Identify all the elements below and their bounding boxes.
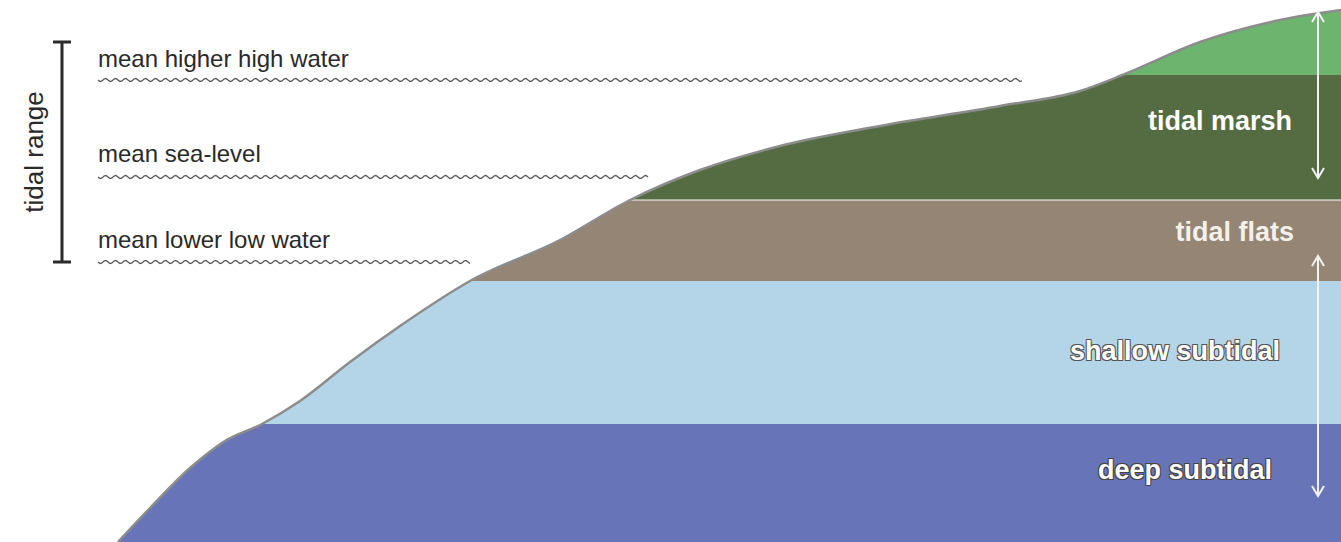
- zone-label: shallow subtidal: [1066, 334, 1284, 369]
- range-bracket: [53, 42, 71, 262]
- water-line: [98, 78, 1022, 81]
- ground-profile: [118, 10, 1341, 542]
- zone-band: tidal flats: [1171, 215, 1298, 250]
- range-label: tidal range: [20, 91, 50, 212]
- water-level-label: mean sea-level: [98, 140, 261, 168]
- deep-band: [0, 424, 1341, 542]
- shallow-band: [0, 281, 1341, 424]
- water-line: [98, 175, 648, 178]
- zone-band: deep subtidal: [1094, 453, 1276, 488]
- flats-band: [0, 200, 1341, 281]
- zone-band: tidal marsh: [1144, 104, 1296, 139]
- upland-band: [0, 0, 1341, 75]
- zone-band: shallow subtidal: [1066, 334, 1284, 369]
- zone-label: tidal flats: [1171, 215, 1298, 250]
- zone-arrows: [1312, 12, 1324, 496]
- water-line: [98, 260, 470, 263]
- water-level-label: mean higher high water: [98, 45, 349, 73]
- zone-divider: [0, 200, 1341, 201]
- zone-label: tidal marsh: [1144, 104, 1296, 139]
- water-level-label: mean lower low water: [98, 226, 330, 254]
- zone-label: deep subtidal: [1094, 453, 1276, 488]
- water-level-lines: [98, 78, 1022, 263]
